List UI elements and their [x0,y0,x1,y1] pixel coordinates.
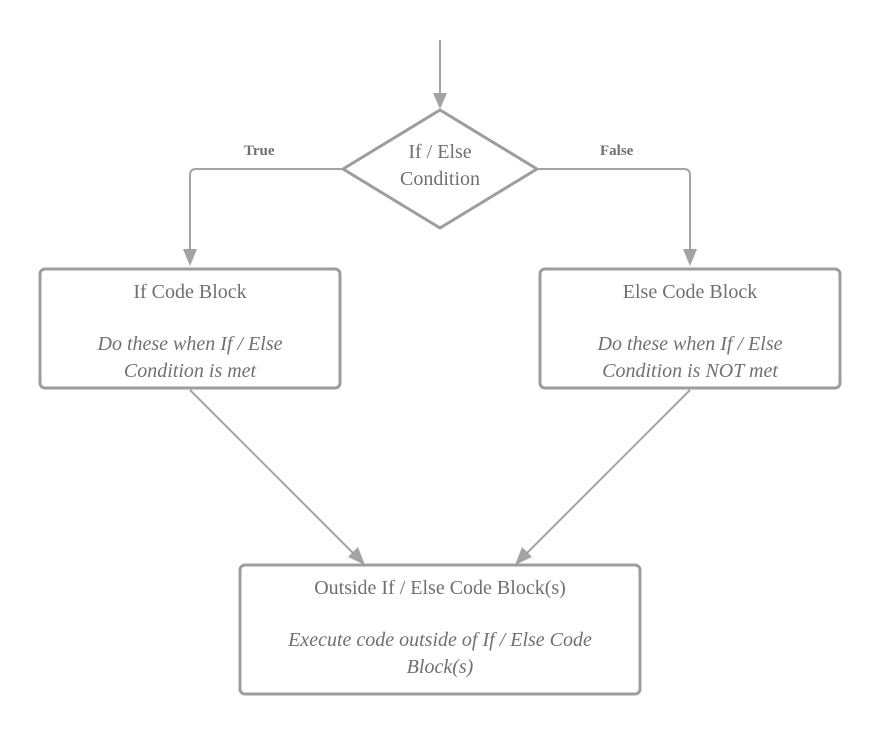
outside-code-block-description: Execute code outside of If / Else Code B… [240,627,640,681]
else-to-outside-arrowhead [515,547,532,565]
else-desc-line1: Do these when If / Else [597,333,783,355]
outside-code-block-text: Outside If / Else Code Block(s) Execute … [240,575,640,681]
decision-label-line1: If / Else [408,141,472,163]
else-desc-line2: Condition is NOT met [602,360,778,382]
if-code-block-title: If Code Block [133,281,247,303]
else-code-block-text: Else Code Block Do these when If / Else … [540,279,840,385]
outside-desc-line1: Execute code outside of If / Else Code [288,629,592,651]
else-code-block-description: Do these when If / Else Condition is NOT… [540,331,840,385]
if-to-outside-connector [189,389,356,556]
if-desc-line1: Do these when If / Else [97,333,283,355]
false-branch-label: False [600,143,634,159]
if-to-outside-arrowhead [348,547,365,565]
if-code-block-box [38,267,342,390]
decision-diamond [341,108,539,230]
decision-label-line2: Condition [399,168,480,190]
true-branch-connector [189,168,343,252]
else-code-block-box [538,267,842,390]
true-branch-arrowhead [183,249,197,266]
outside-desc-line2: Block(s) [406,656,474,678]
entry-arrowhead [433,93,447,109]
false-branch-connector [537,168,691,252]
else-code-block-title: Else Code Block [622,281,758,303]
false-branch-arrowhead [683,249,697,266]
outside-code-block-title: Outside If / Else Code Block(s) [314,577,566,599]
else-to-outside-connector [524,389,691,556]
if-desc-line2: Condition is met [123,360,257,382]
outside-code-block-box [238,563,642,696]
if-code-block-text: If Code Block Do these when If / Else Co… [40,279,340,385]
decision-text: If / Else Condition [360,139,520,193]
if-code-block-description: Do these when If / Else Condition is met [40,331,340,385]
true-branch-label: True [244,143,275,159]
